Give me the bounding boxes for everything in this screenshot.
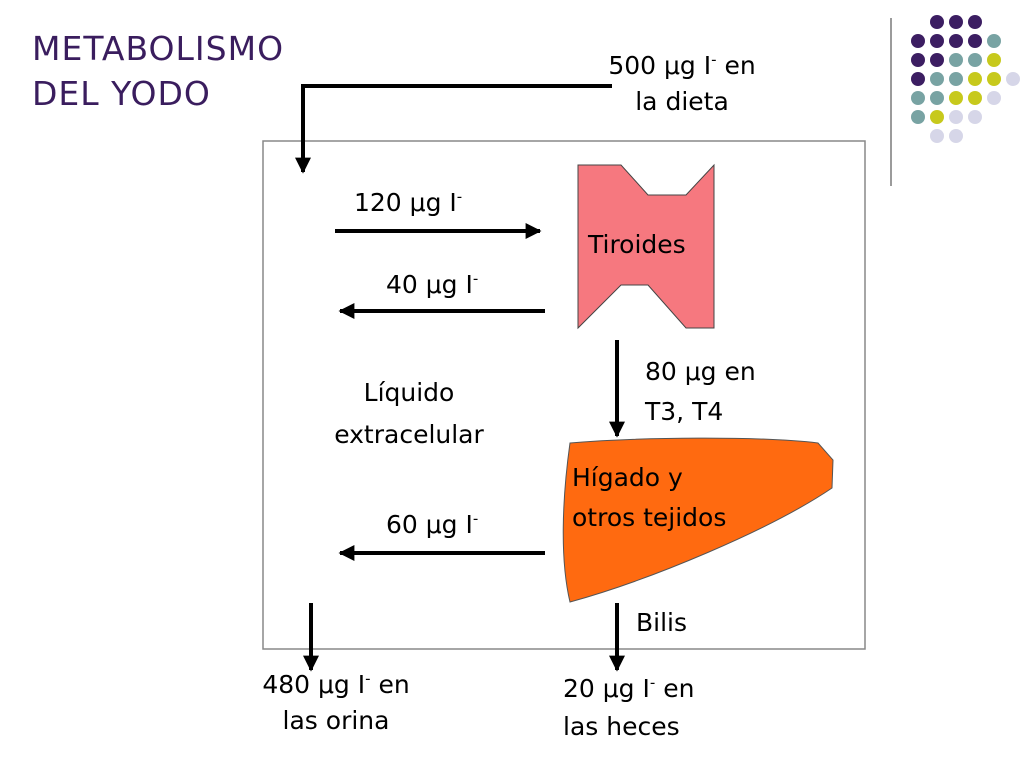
decorative-dot	[930, 110, 944, 124]
decorative-dot	[930, 34, 944, 48]
decorative-dot	[911, 91, 925, 105]
liver-label: Hígado y otros tejidos	[572, 463, 727, 532]
feces-output-label: 20 μg I- en las heces	[563, 673, 695, 741]
decorative-dot	[968, 72, 982, 86]
decorative-dot	[911, 72, 925, 86]
decorative-dot	[987, 34, 1001, 48]
decorative-dot	[930, 72, 944, 86]
diet-intake-arrow	[295, 84, 612, 174]
decorative-dot	[949, 72, 963, 86]
diet-label: 500 μg I- en la dieta	[608, 50, 756, 116]
decorative-dot	[1006, 72, 1020, 86]
decorative-dot	[930, 91, 944, 105]
hormone-label: 80 μg en T3, T4	[645, 357, 756, 426]
decorative-dot	[968, 91, 982, 105]
extracellular-fluid-label: Líquido extracelular	[334, 378, 484, 449]
body-frame	[262, 140, 866, 650]
decorative-dot	[911, 110, 925, 124]
release-label: 40 μg I-	[386, 269, 479, 299]
decorative-dot	[930, 15, 944, 29]
decorative-dot	[949, 53, 963, 67]
decorative-dot	[987, 91, 1001, 105]
thyroid-shape	[577, 163, 715, 330]
decorative-dot	[949, 34, 963, 48]
decorative-dot-grid	[911, 15, 1020, 143]
liver-shape	[562, 437, 834, 603]
uptake-label: 120 μg I-	[354, 187, 463, 217]
title-line-2: DEL YODO	[32, 74, 211, 113]
decorative-dot	[968, 53, 982, 67]
decorative-dot	[930, 53, 944, 67]
decorative-dot	[911, 53, 925, 67]
bile-label: Bilis	[636, 608, 688, 637]
decorative-dot	[949, 129, 963, 143]
decorative-dot	[949, 15, 963, 29]
decorative-dot	[968, 34, 982, 48]
decorative-dot	[949, 91, 963, 105]
decorative-dot	[930, 129, 944, 143]
title-line-1: METABOLISMO	[32, 29, 285, 68]
decorative-dot	[949, 110, 963, 124]
decorative-dot	[968, 15, 982, 29]
decorative-dot	[968, 110, 982, 124]
decorative-dot	[987, 72, 1001, 86]
thyroid-label: Tiroides	[588, 230, 686, 259]
urine-output-label: 480 μg I- en las orina	[262, 669, 410, 735]
decorative-dot	[987, 53, 1001, 67]
page-title: METABOLISMO DEL YODO	[32, 26, 284, 116]
decorative-dot	[911, 34, 925, 48]
return-label: 60 μg I-	[386, 509, 479, 539]
